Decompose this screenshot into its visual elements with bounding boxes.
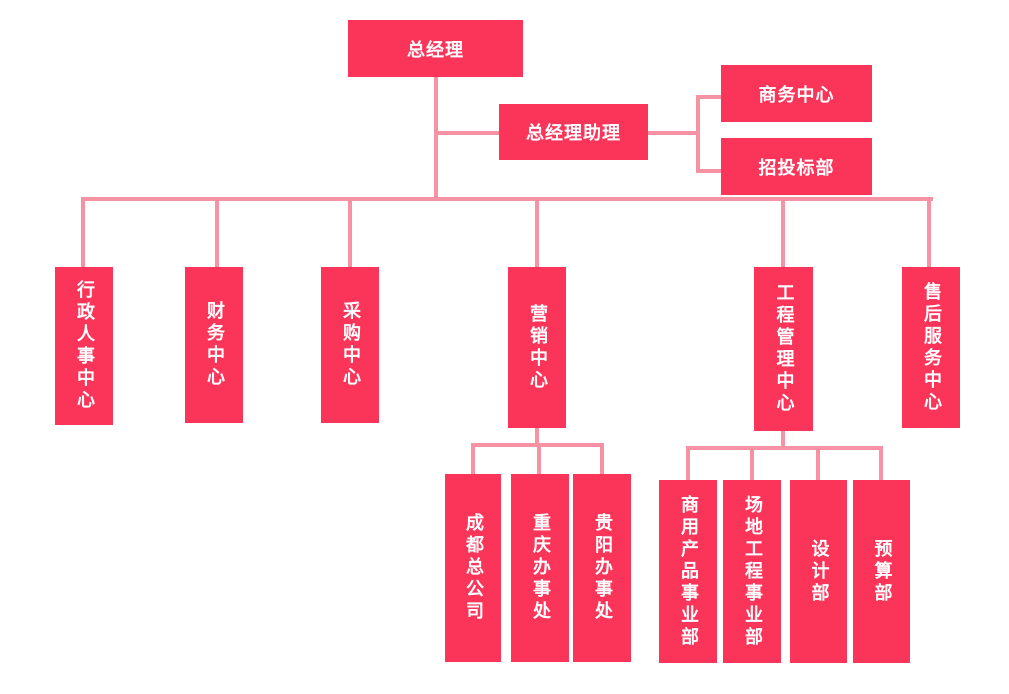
node-label: 财务中心 <box>204 301 225 389</box>
connector-business-stub <box>700 95 721 99</box>
connector-drop-commercial <box>686 450 690 480</box>
node-gm-assistant: 总经理助理 <box>499 104 648 160</box>
node-label: 设计部 <box>808 538 830 605</box>
node-bidding-dept: 招投标部 <box>721 138 872 195</box>
node-chongqing-office: 重庆办事处 <box>511 474 569 662</box>
node-procurement-center: 采购中心 <box>321 267 379 423</box>
connector-drop-design <box>816 450 820 480</box>
connector-engineering-bus <box>686 446 883 450</box>
node-label: 采购中心 <box>340 301 361 389</box>
node-label: 招投标部 <box>758 157 835 179</box>
node-label: 总经理助理 <box>526 123 621 144</box>
node-engineering-mgmt-center: 工程管理中心 <box>754 267 813 431</box>
node-general-manager: 总经理 <box>348 20 523 77</box>
connector-drop-marketing <box>535 201 539 267</box>
node-after-sales-center: 售后服务中心 <box>902 267 960 428</box>
node-admin-hr-center: 行政人事中心 <box>55 267 113 425</box>
node-label: 贵阳办事处 <box>592 513 613 623</box>
connector-bidding-stub <box>700 169 721 173</box>
node-commercial-products-dept: 商用产品事业部 <box>659 480 717 663</box>
node-label: 成都总公司 <box>463 513 484 623</box>
connector-drop-siteeng <box>750 450 754 480</box>
node-label: 重庆办事处 <box>530 513 551 623</box>
connector-drop-guiyang <box>600 447 604 474</box>
connector-drop-aftersales <box>927 201 931 267</box>
connector-drop-budget <box>879 450 883 480</box>
node-label: 售后服务中心 <box>921 281 942 414</box>
connector-main-bus <box>81 197 933 201</box>
connector-assistant-right <box>648 131 696 135</box>
connector-marketing-bus <box>471 443 604 447</box>
node-label: 营销中心 <box>527 303 548 392</box>
node-finance-center: 财务中心 <box>185 267 243 423</box>
connector-bracket-vertical <box>696 95 700 173</box>
connector-drop-chongqing <box>537 447 541 474</box>
connector-marketing-stub <box>535 428 539 443</box>
node-label: 行政人事中心 <box>74 280 95 412</box>
node-label: 预算部 <box>871 538 893 605</box>
node-business-center: 商务中心 <box>721 65 872 122</box>
node-label: 商务中心 <box>758 84 835 106</box>
node-chengdu-hq: 成都总公司 <box>445 474 501 662</box>
node-design-dept: 设计部 <box>790 480 847 663</box>
connector-drop-procure <box>348 201 352 267</box>
connector-assistant-left <box>438 131 499 135</box>
connector-ceo-vertical <box>434 77 438 201</box>
connector-drop-chengdu <box>471 447 475 474</box>
node-label: 场地工程事业部 <box>742 494 763 649</box>
connector-drop-adminhr <box>81 201 85 267</box>
node-guiyang-office: 贵阳办事处 <box>573 474 631 662</box>
connector-engineering-stub <box>781 431 785 446</box>
connector-drop-engineering <box>781 201 785 267</box>
node-site-engineering-dept: 场地工程事业部 <box>723 480 781 663</box>
node-label: 总经理 <box>407 39 464 61</box>
node-label: 工程管理中心 <box>773 283 795 415</box>
node-label: 商用产品事业部 <box>678 494 699 649</box>
connector-drop-finance <box>215 201 219 267</box>
node-budget-dept: 预算部 <box>853 480 910 663</box>
node-marketing-center: 营销中心 <box>508 267 566 428</box>
